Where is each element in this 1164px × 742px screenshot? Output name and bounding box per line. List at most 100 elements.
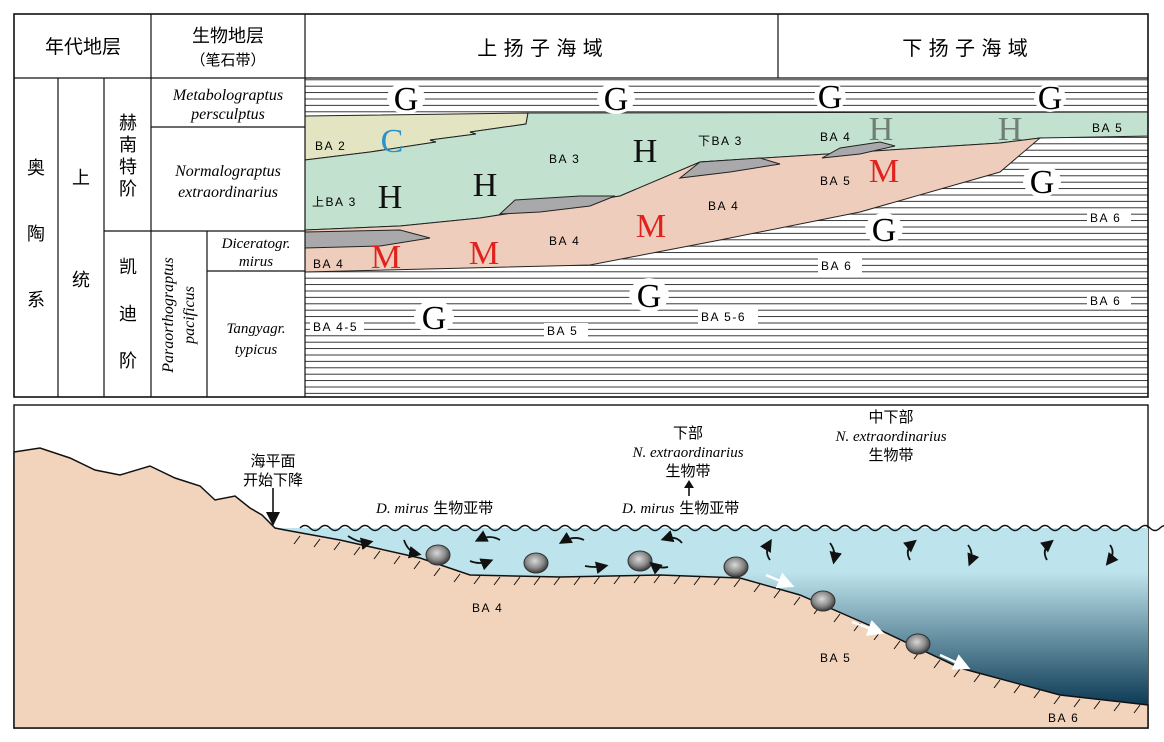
ba-label: BA 4 (708, 199, 739, 213)
chronostrat-header: 年代地层 (45, 36, 121, 58)
mirus-taxon: D. mirus (375, 501, 429, 517)
g-letter: G (422, 300, 447, 337)
fossil-icon (425, 544, 451, 566)
zone-mirus-genus: Diceratogr. (221, 236, 291, 252)
h-letter-faded: H (998, 111, 1023, 148)
zone-pacificus-species: pacificus (181, 286, 198, 345)
mirus-taxon: D. mirus (621, 501, 675, 517)
ba-label: BA 4 (313, 257, 344, 271)
ba-label: BA 4 (549, 234, 580, 248)
ba-label: BA 5 (820, 174, 851, 188)
midlower-zone-label-1: 中下部 (868, 408, 913, 426)
m-letter: M (371, 239, 401, 276)
stage-lower-char-1: 凯 (119, 257, 137, 278)
sea-water (275, 528, 1148, 705)
m-letter: M (469, 235, 499, 272)
h-letter-faded: H (869, 111, 894, 148)
grey-bar-3 (678, 157, 781, 179)
ba-label: BA 5-6 (701, 310, 746, 324)
fossil-icon (523, 552, 549, 574)
ba-label: BA 3 (549, 152, 580, 166)
paleogeographic-profile: 海平面 开始下降 D. mirus 生物亚带 D. mirus 生物亚带 下部 … (13, 404, 1164, 729)
lower-zone-label-1: 下部 (673, 424, 703, 442)
sea-level-label-1: 海平面 (250, 452, 295, 470)
c-letter: C (381, 123, 404, 160)
ba-label: BA 4 (820, 130, 851, 144)
grey-bar-4 (821, 141, 896, 159)
stage-upper-char-3: 特 (119, 157, 137, 178)
mirus-suffix: 生物亚带 (429, 499, 494, 517)
ba-label: BA 4-5 (313, 320, 358, 334)
downslope-flow-arrows (765, 572, 971, 670)
biostrat-subheader: （笔石带） (190, 51, 265, 69)
mirus-suffix: 生物亚带 (675, 499, 740, 517)
ba-label: BA 2 (315, 139, 346, 153)
zone-pacificus-genus: Paraorthograptus (160, 257, 177, 374)
biostrat-header: 生物地层 (192, 26, 264, 47)
g-letter-group: G G G G G G G G (387, 79, 1066, 337)
stage-lower-char-2: 迪 (119, 304, 137, 325)
sea-level-label-2: 开始下降 (243, 471, 303, 489)
g-letter: G (818, 79, 843, 116)
grey-bar-2 (498, 195, 616, 215)
stage-upper-char-1: 赫 (119, 113, 137, 134)
zone-persculptus-genus: Metabolograptus (172, 87, 283, 104)
mirus-subzone-label-2: D. mirus 生物亚带 (621, 499, 739, 517)
m-letter: M (636, 208, 666, 245)
g-letter: G (1038, 80, 1063, 117)
circulation-arrows (347, 530, 1119, 575)
stage-upper-char-4: 阶 (119, 179, 137, 200)
ba-label: 上BA 3 (312, 195, 357, 209)
profile-ba6-label: BA 6 (1048, 711, 1079, 725)
series-char-1: 上 (72, 168, 90, 189)
profile-ba4-label: BA 4 (472, 601, 503, 615)
ba-label: BA 6 (1090, 211, 1121, 225)
facies-m-area (304, 137, 1042, 273)
fossil-group (425, 544, 931, 655)
up-arrow-head (684, 480, 694, 488)
midlower-zone-label-3: 生物带 (868, 446, 913, 464)
upper-yangtze-header: 上 扬 子 海 域 (477, 36, 602, 60)
h-letter: H (378, 179, 403, 216)
zone-typicus-species: typicus (235, 342, 278, 358)
m-letter: M (869, 153, 899, 190)
system-char-3: 系 (27, 290, 45, 311)
fossil-icon (627, 550, 653, 572)
ba-label: BA 5 (547, 324, 578, 338)
ba-label: BA 5 (1092, 121, 1123, 135)
mirus-subzone-label-1: D. mirus 生物亚带 (375, 499, 493, 517)
lower-yangtze-header: 下 扬 子 海 域 (902, 36, 1027, 60)
g-letter: G (604, 81, 629, 118)
zone-extraordinarius-species: extraordinarius (178, 184, 278, 201)
h-letter: H (473, 167, 498, 204)
land-seafloor (13, 447, 1149, 729)
zone-mirus-species: mirus (239, 254, 273, 270)
table-frame (13, 13, 1149, 398)
h-letter: H (633, 133, 658, 170)
g-letter: G (394, 81, 419, 118)
g-letter: G (1030, 164, 1055, 201)
fossil-icon (905, 633, 931, 655)
lower-zone-label-2: N. extraordinarius (631, 445, 743, 461)
zone-extraordinarius-genus: Normalograptus (174, 163, 281, 180)
zone-persculptus-species: persculptus (190, 106, 265, 123)
seafloor-hatches (293, 535, 1141, 714)
g-letter: G (872, 212, 897, 249)
midlower-zone-label-2: N. extraordinarius (834, 429, 946, 445)
stage-upper-char-2: 南 (119, 135, 137, 156)
system-char-2: 陶 (27, 224, 45, 245)
ba-label: BA 6 (821, 259, 852, 273)
lower-zone-label-3: 生物带 (665, 462, 710, 480)
stage-lower-char-3: 阶 (119, 351, 137, 372)
fossil-icon (723, 556, 749, 578)
system-char-1: 奥 (27, 158, 45, 179)
series-char-2: 统 (72, 270, 90, 291)
sea-level-arrow-head (266, 512, 280, 526)
profile-ba5-label: BA 5 (820, 651, 851, 665)
sea-surface (299, 524, 1164, 532)
ba-label: BA 6 (1090, 294, 1121, 308)
g-letter: G (637, 278, 662, 315)
ba-label: 下BA 3 (698, 134, 743, 148)
zone-typicus-genus: Tangyagr. (226, 321, 285, 337)
